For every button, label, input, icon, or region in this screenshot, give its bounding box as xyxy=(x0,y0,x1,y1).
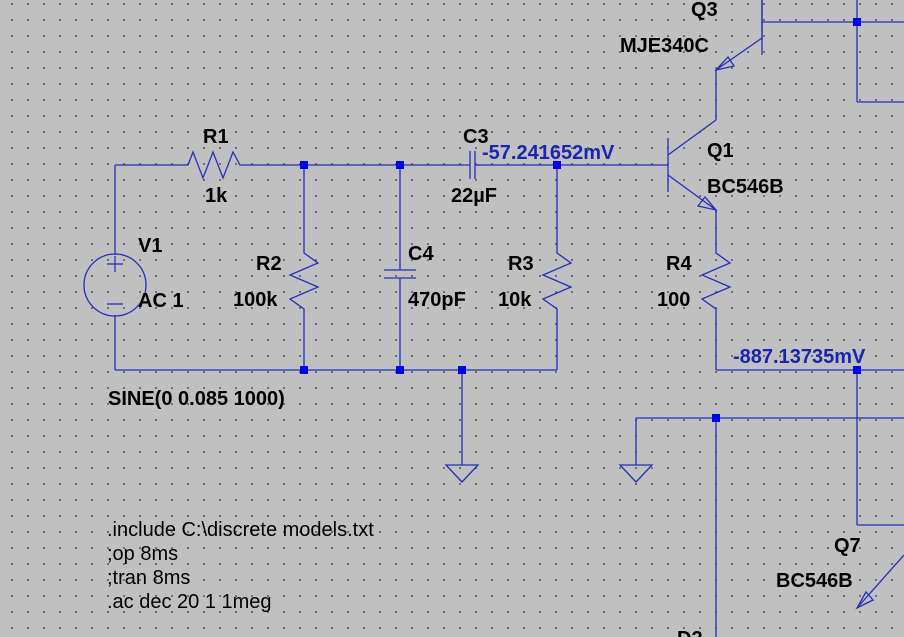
r2-ref: R2 xyxy=(256,253,282,275)
net-voltage-q1-base[interactable]: -57.241652mV xyxy=(482,142,615,164)
resistor-r1[interactable]: R1 1k xyxy=(183,126,247,207)
c3-value: 22µF xyxy=(451,185,497,207)
r2-value: 100k xyxy=(233,289,278,311)
capacitor-c4[interactable]: C4 470pF xyxy=(384,243,466,311)
q7-ref: Q7 xyxy=(834,535,861,557)
transistor-q3[interactable]: Q3 MJE340C xyxy=(620,0,763,72)
r1-ref: R1 xyxy=(203,126,229,148)
junction-dots xyxy=(300,18,861,422)
resistor-r2[interactable]: R2 100k xyxy=(233,245,320,320)
q1-ref: Q1 xyxy=(707,140,734,162)
directive-include[interactable]: .include C:\discrete models.txt xyxy=(107,519,374,541)
net-voltage-q1-emitter[interactable]: -887.13735mV xyxy=(733,346,866,368)
voltage-source-v1[interactable]: V1 AC 1 SINE(0 0.085 1000) xyxy=(83,235,285,410)
resistor-r4[interactable]: R4 100 xyxy=(657,245,732,320)
r4-ref: R4 xyxy=(666,253,692,275)
v1-value: AC 1 xyxy=(138,290,184,312)
ground-symbol[interactable] xyxy=(618,464,654,483)
v1-source-spec: SINE(0 0.085 1000) xyxy=(108,388,285,410)
transistor-q1[interactable]: Q1 BC546B xyxy=(667,119,784,212)
resistor-r3[interactable]: R3 10k xyxy=(498,245,573,320)
r1-value: 1k xyxy=(205,185,228,207)
q7-model: BC546B xyxy=(776,570,853,592)
transistor-q7[interactable]: Q7 BC546B xyxy=(776,535,904,610)
diode-d2[interactable]: D2 xyxy=(677,628,703,637)
q1-model: BC546B xyxy=(707,176,784,198)
q3-model: MJE340C xyxy=(620,35,709,57)
directive-ac[interactable]: .ac dec 20 1 1meg xyxy=(107,591,272,613)
c3-ref: C3 xyxy=(463,126,489,148)
r3-value: 10k xyxy=(498,289,532,311)
directive-op[interactable]: ;op 8ms xyxy=(107,543,178,565)
d2-ref: D2 xyxy=(677,628,703,637)
ground-symbol[interactable] xyxy=(444,464,480,483)
v1-ref: V1 xyxy=(138,235,162,257)
capacitor-c3[interactable]: C3 22µF xyxy=(451,126,497,207)
directive-tran[interactable]: ;tran 8ms xyxy=(107,567,190,589)
r3-ref: R3 xyxy=(508,253,534,275)
c4-value: 470pF xyxy=(408,289,466,311)
c4-ref: C4 xyxy=(408,243,434,265)
q3-ref: Q3 xyxy=(691,0,718,21)
r4-value: 100 xyxy=(657,289,690,311)
wires[interactable] xyxy=(114,0,904,637)
spice-directives[interactable]: .include C:\discrete models.txt ;op 8ms … xyxy=(107,519,374,613)
